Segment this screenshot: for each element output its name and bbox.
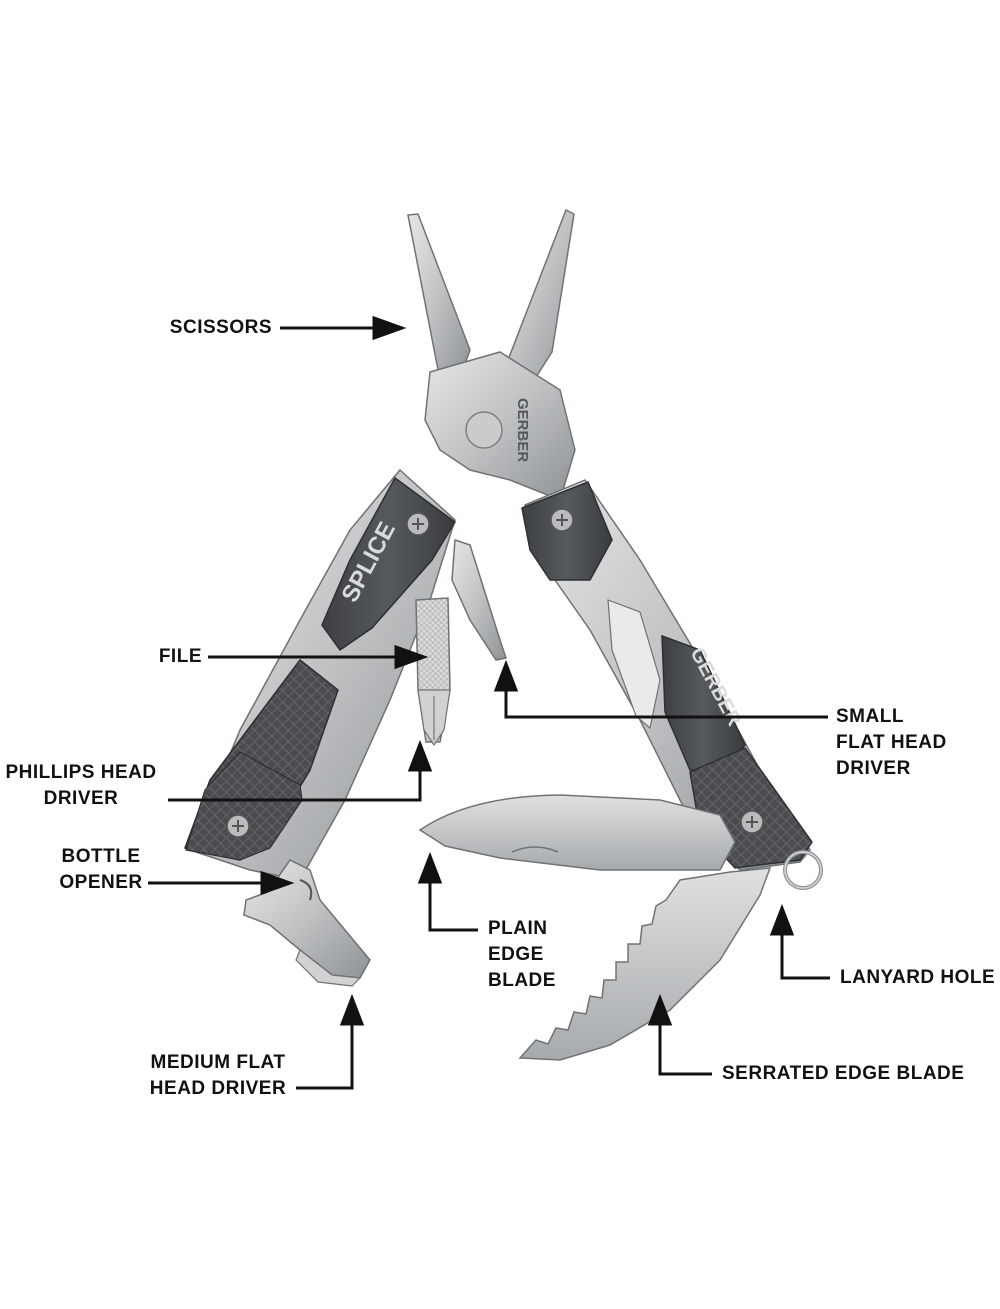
- label-phillips-line-2: DRIVER: [43, 788, 119, 809]
- small-flat-driver: [451, 538, 507, 661]
- label-small-flat-line-2: FLAT HEAD: [836, 732, 947, 753]
- scissor-pivot: [465, 411, 503, 449]
- scissors: GERBER: [407, 208, 576, 502]
- plain-blade-nail-nick: [511, 846, 559, 853]
- label-medium-flat-line-2: HEAD DRIVER: [149, 1078, 287, 1099]
- bottle-opener-hook: [299, 879, 313, 901]
- label-serrated-edge-blade: SERRATED EDGE BLADE: [722, 1061, 992, 1087]
- label-bottle-line-2: OPENER: [59, 872, 143, 893]
- label-small-flat-head-driver: SMALL FLAT HEAD DRIVER: [836, 704, 986, 782]
- right-handle-grip-top: [521, 481, 613, 581]
- label-plain-line-3: BLADE: [488, 970, 556, 991]
- medium-flat-tip: [295, 949, 362, 987]
- plain-edge-blade: [418, 794, 736, 871]
- file-tool: [415, 597, 451, 747]
- scissor-brand-text: GERBER: [514, 398, 531, 462]
- label-small-flat-line-3: DRIVER: [836, 758, 911, 779]
- label-plain-line-1: PLAIN: [488, 918, 548, 939]
- label-plain-line-2: EDGE: [488, 944, 544, 965]
- label-medium-flat-line-1: MEDIUM FLAT: [150, 1052, 286, 1073]
- plain-blade-body: [418, 794, 736, 871]
- label-medium-flat-head-driver: MEDIUM FLAT HEAD DRIVER: [140, 1050, 296, 1102]
- label-bottle-opener: BOTTLE OPENER: [50, 844, 152, 896]
- label-serrated-text: SERRATED EDGE BLADE: [722, 1063, 965, 1084]
- label-bottle-line-1: BOTTLE: [61, 846, 141, 867]
- label-scissors-text: SCISSORS: [169, 317, 272, 338]
- right-handle-window: [607, 599, 661, 730]
- small-flat-driver-body: [451, 538, 507, 661]
- label-phillips-line-1: PHILLIPS HEAD: [5, 762, 157, 783]
- label-lanyard-text: LANYARD HOLE: [840, 967, 996, 988]
- serrated-blade-body: [518, 867, 772, 1061]
- callout-leaders: [148, 315, 830, 1090]
- label-file: FILE: [120, 644, 202, 670]
- lanyard-ring: [783, 850, 823, 890]
- scissor-blade-left: [407, 213, 471, 382]
- serrated-edge-blade: [518, 867, 772, 1061]
- label-plain-edge-blade: PLAIN EDGE BLADE: [488, 916, 588, 994]
- label-lanyard-hole: LANYARD HOLE: [840, 965, 995, 991]
- label-scissors: SCISSORS: [150, 315, 272, 341]
- left-handle: SPLICE: [183, 468, 456, 881]
- label-phillips-head-driver: PHILLIPS HEAD DRIVER: [0, 760, 162, 812]
- label-small-flat-line-1: SMALL: [836, 706, 904, 727]
- label-file-text: FILE: [158, 646, 202, 667]
